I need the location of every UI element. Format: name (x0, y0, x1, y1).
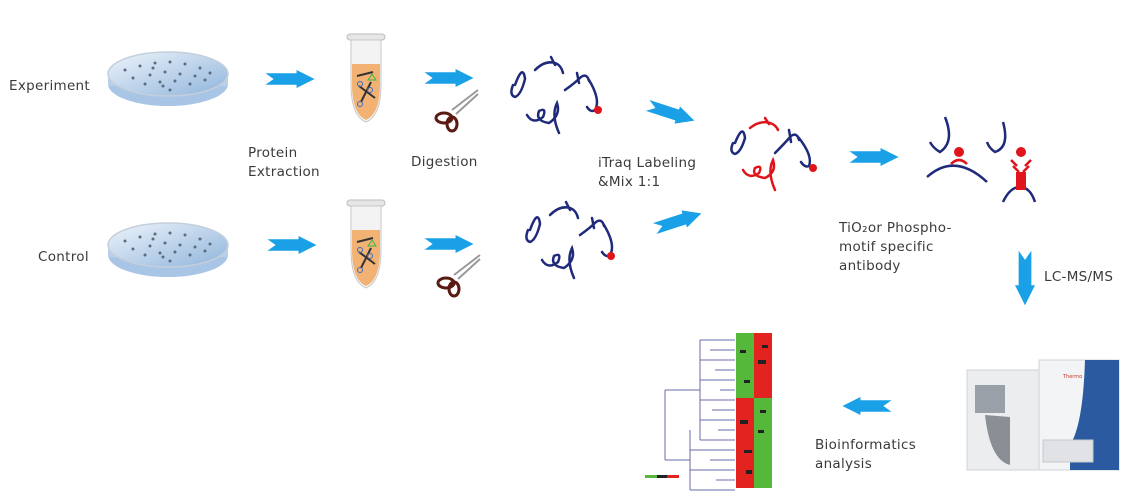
experiment-label: Experiment (9, 78, 91, 94)
peptides-control-icon (525, 200, 615, 280)
labeled-peptides-icon (730, 116, 817, 192)
tube-control-icon (346, 199, 386, 289)
digestion-label: Digestion (411, 154, 478, 170)
control-label: Control (38, 249, 89, 265)
arrow-merge-control-icon (651, 204, 705, 238)
arrow-to-digestion-experiment-icon (424, 69, 474, 87)
arrow-to-bioinformatics-icon (842, 397, 892, 415)
arrow-to-digestion-control-icon (424, 235, 474, 253)
scissors-experiment-icon (434, 89, 479, 133)
svg-text:Thermo: Thermo (1062, 374, 1082, 380)
itraq-labeling-label: iTraq Labeling &Mix 1:1 (598, 155, 697, 190)
petri-dish-experiment-icon (107, 51, 229, 106)
arrow-to-extraction-control-icon (267, 236, 317, 254)
arrow-to-enrichment-icon (849, 148, 899, 166)
arrow-to-extraction-experiment-icon (265, 70, 315, 88)
scissors-control-icon (436, 254, 481, 298)
tube-experiment-icon (346, 33, 386, 123)
petri-dish-control-icon (107, 222, 229, 277)
enrichment-label: TiO₂or Phospho- motif specific antibody (839, 220, 952, 274)
arrow-down-lcms-icon (1015, 250, 1035, 306)
arrow-merge-experiment-icon (644, 96, 698, 130)
bioinformatics-label: Bioinformatics analysis (815, 437, 917, 472)
peptides-experiment-icon (510, 55, 602, 135)
mass-spectrometer-icon: Thermo (966, 359, 1120, 471)
enrichment-capture-icon (926, 116, 1037, 203)
lcms-label: LC-MS/MS (1044, 269, 1114, 285)
protein-extraction-label: Protein Extraction (248, 145, 320, 180)
heatmap-dendrogram-icon (645, 333, 772, 491)
